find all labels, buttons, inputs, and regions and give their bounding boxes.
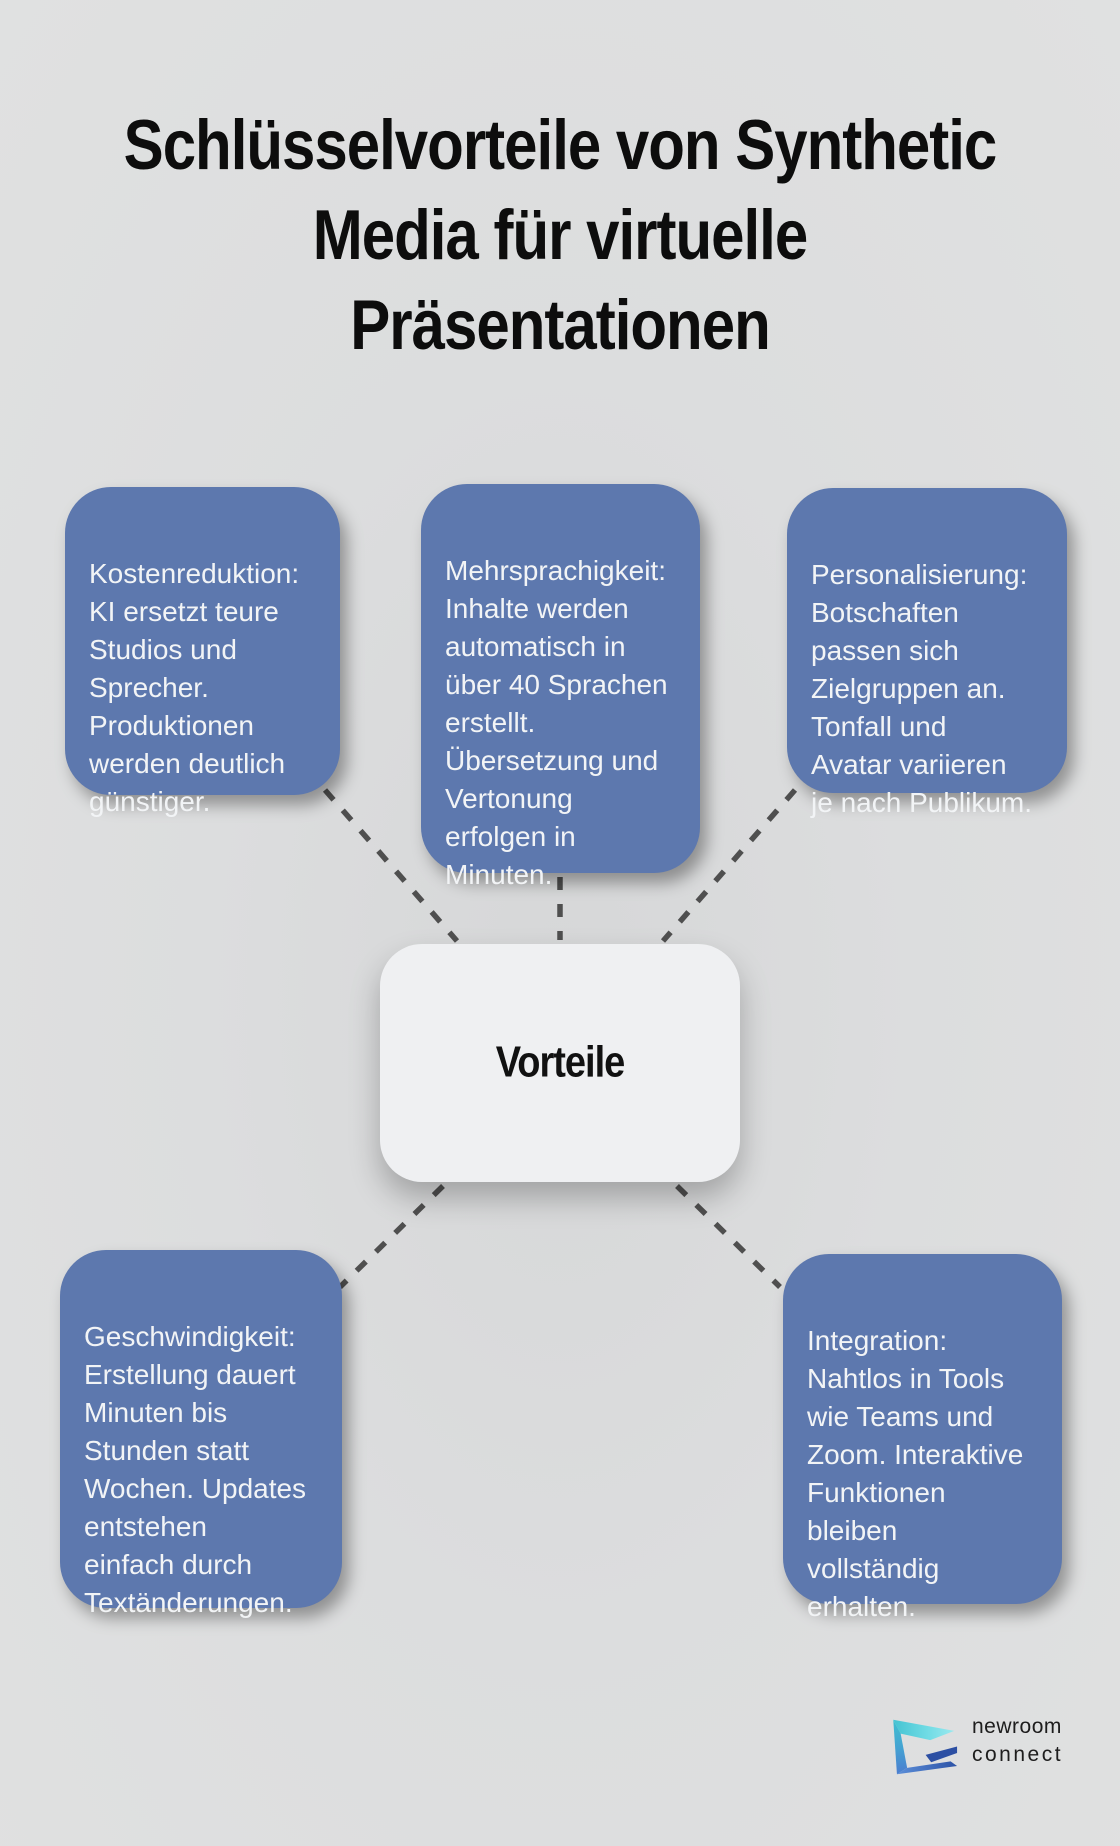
benefit-box-integration: Integration: Nahtlos in Tools wie Teams … [783,1254,1062,1622]
benefit-text: Mehrsprachigkeit: Inhalte werden automat… [445,555,668,890]
benefit-text: Geschwindigkeit: Erstellung dauert Minut… [84,1321,307,1618]
logo-word-newroom: newroom [972,1715,1062,1738]
logo-word-connect: connect [972,1743,1064,1766]
connector-line-bottom-left [338,1184,445,1289]
connector-line-bottom-right [675,1184,782,1289]
center-label: Vorteile [495,1038,626,1087]
newroom-connect-logo: newroom connect [884,1704,1063,1778]
benefit-box-personalisierung: Personalisierung: Botschaften passen sic… [787,488,1067,818]
benefit-text: Integration: Nahtlos in Tools wie Teams … [807,1325,1024,1622]
newroom-connect-logo-icon [893,1719,958,1775]
page-title: Schlüsselvorteile von Synthetic Media fü… [123,105,998,365]
benefit-box-kostenreduktion: Kostenreduktion: KI ersetzt teure Studio… [65,487,340,817]
benefit-box-mehrsprachigkeit: Mehrsprachigkeit: Inhalte werden automat… [421,484,700,890]
benefit-text: Personalisierung: Botschaften passen sic… [811,559,1033,818]
benefit-box-geschwindigkeit: Geschwindigkeit: Erstellung dauert Minut… [60,1250,342,1618]
center-box-vorteile: Vorteile [380,944,740,1182]
logo-wordmark: newroom connect [972,1713,1063,1769]
benefit-text: Kostenreduktion: KI ersetzt teure Studio… [89,558,300,817]
